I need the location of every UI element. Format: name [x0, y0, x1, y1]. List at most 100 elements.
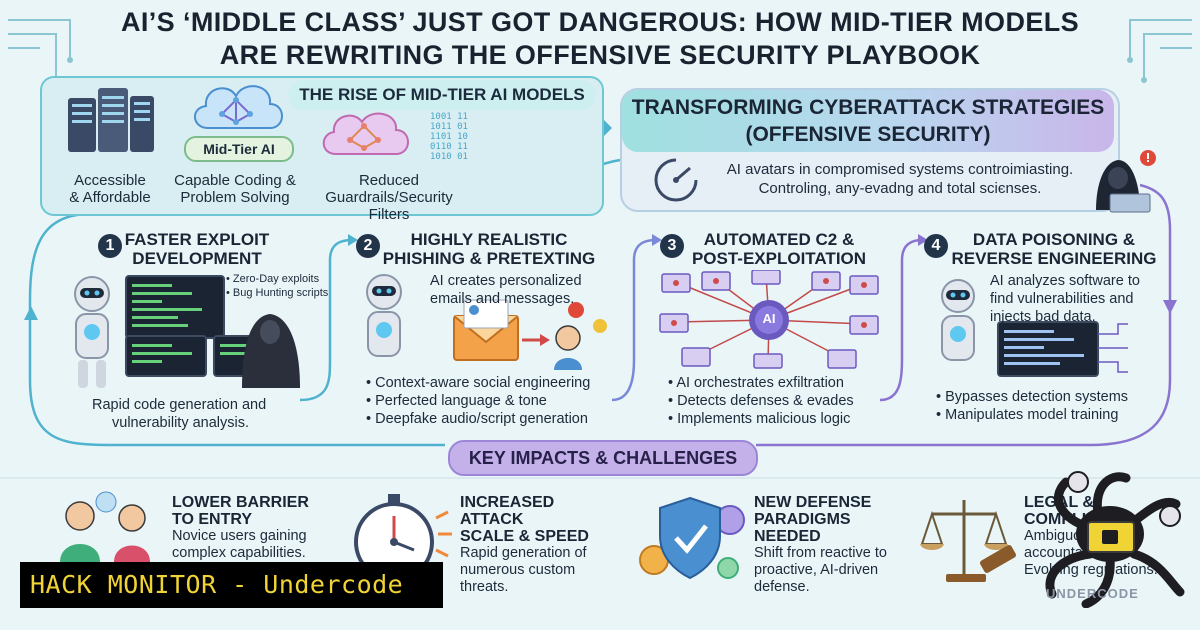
binary-line: 1001 11	[430, 112, 468, 122]
impact-3-text-line1: Shift from reactive to	[754, 545, 887, 561]
impact-1-text-line2: complex capabilities.	[172, 545, 306, 561]
step-3-bullets: AI orchestrates exfiltration Detects def…	[668, 374, 888, 428]
binary-line: 1010 01	[430, 152, 468, 162]
step-4-title: DATA POISONING & REVERSE ENGINEERING	[948, 230, 1160, 268]
impact-lower-barrier: LOWER BARRIER TO ENTRY Novice users gain…	[172, 494, 342, 562]
binary-line: 1101 10	[430, 132, 468, 142]
step-1-desc-line1: Rapid code generation and	[92, 397, 267, 413]
feature-reduced: Reduced Guardrails/Security Filters	[304, 172, 474, 223]
key-impacts-title: KEY IMPACTS & CHALLENGES	[448, 440, 758, 476]
feature-reduced-line2: Guardrails/Security Filters	[325, 189, 453, 223]
step-2-desc-line2: emails and messages.	[430, 291, 575, 307]
impact-attack-scale: INCREASED ATTACK SCALE & SPEED Rapid gen…	[460, 494, 620, 596]
impact-new-defense: NEW DEFENSE PARADIGMS NEEDED Shift from …	[754, 494, 914, 596]
impact-2-text-line2: numerous custom	[460, 562, 576, 578]
brain-cloud-icon	[194, 85, 283, 129]
step-2-bullet: Perfected language & tone	[366, 392, 616, 410]
c2-network-illustration	[659, 270, 879, 369]
impact-1-text-line1: Novice users gaining	[172, 528, 307, 544]
impact-3-title-line1: NEW DEFENSE	[754, 494, 872, 511]
impact-2-title-line2: SCALE & SPEED	[460, 528, 589, 545]
impact-3-text-line3: defense.	[754, 579, 810, 595]
step-2-bullets: Context-aware social engineering Perfect…	[366, 374, 616, 428]
step-1-tag: • Bug Hunting scripts	[226, 287, 329, 299]
title-line-1: AI’S ‘MIDDLE CLASS’ JUST GOT DANGEROUS: …	[120, 7, 1080, 37]
step-4-title-line2: REVERSE ENGINEERING	[951, 249, 1157, 268]
step-1-title-line1: FASTER EXPLOIT	[124, 230, 270, 249]
impact-2-text-line3: threats.	[460, 579, 509, 595]
step-3-number: 3	[660, 234, 684, 258]
step-3-bullet: Implements malicious logic	[668, 410, 888, 428]
title-line-2: ARE REWRITING THE OFFENSIVE SECURITY PLA…	[219, 40, 981, 70]
step-1-tags: • Zero-Day exploits • Bug Hunting script…	[226, 272, 328, 300]
transform-title-line1: TRANSFORMING CYBERATTACK STRATEGIES	[631, 96, 1105, 119]
feature-accessible: Accessible & Affordable	[50, 172, 170, 206]
step-2-bullet: Deepfake audio/script generation	[366, 410, 616, 428]
feature-capable-line1: Capable Coding &	[174, 172, 296, 189]
speedometer-icon	[654, 158, 698, 202]
step-2-title-line1: HIGHLY REALISTIC	[410, 230, 568, 249]
transform-title: TRANSFORMING CYBERATTACK STRATEGIES (OFF…	[622, 90, 1114, 152]
rise-title: THE RISE OF MID-TIER AI MODELS	[288, 80, 596, 110]
watermark: UNDERCODE	[1046, 586, 1139, 601]
impact-1-title-line2: TO ENTRY	[172, 511, 253, 528]
feature-reduced-line1: Reduced	[358, 172, 420, 189]
step-2-title: HIGHLY REALISTIC PHISHING & PRETEXTING	[380, 230, 598, 268]
step-3-bullet: AI orchestrates exfiltration	[668, 374, 888, 392]
impact-2-title-line1: INCREASED ATTACK	[460, 494, 555, 528]
feature-accessible-line1: Accessible	[74, 172, 146, 189]
step-4-title-line1: DATA POISONING &	[972, 230, 1136, 249]
binary-line: 1011 01	[430, 122, 468, 132]
step-2-bullet: Context-aware social engineering	[366, 374, 616, 392]
step-4-bullets: Bypasses detection systems Manipulates m…	[936, 388, 1156, 424]
transform-description: AI avataгs in compromised systems contro…	[700, 160, 1100, 198]
novice-users-icon	[60, 491, 150, 562]
feature-accessible-line2: & Affordable	[69, 189, 151, 206]
impact-2-text-line1: Rapid generation of	[460, 545, 587, 561]
transform-title-line2: (OFFENSIVE SECURITY)	[745, 123, 991, 146]
step-3-bullet: Detects defenses & evades	[668, 392, 888, 410]
step-1-description: Rapid code generation and vulnerability …	[92, 396, 292, 432]
binary-stream: 1001 11 1011 01 1101 10 0110 11 1010 01	[430, 112, 468, 162]
impact-3-text-line2: proactive, AI-driven	[754, 562, 879, 578]
c2-hub-label: AI	[762, 311, 776, 326]
shield-cloud-icon	[322, 112, 409, 155]
step-4-description: AI analyzes software to find vulnerabili…	[990, 272, 1160, 326]
step-3-title: AUTOMATED C2 & POST-EXPLOITATION	[684, 230, 874, 268]
step-3-title-line2: POST-EXPLOITATION	[691, 249, 867, 268]
step-4-bullet: Manipulates model training	[936, 406, 1156, 424]
binary-line: 0110 11	[430, 142, 468, 152]
impact-1-title-line1: LOWER BARRIER	[172, 494, 309, 511]
step-1-tag: • Zero-Day exploits	[226, 273, 320, 285]
step-4-desc-line3: injects bad data.	[990, 309, 1096, 325]
step-4-desc-line2: find vulnerabilities and	[990, 291, 1134, 307]
step-4-bullet: Bypasses detection systems	[936, 388, 1156, 406]
impact-3-title-line2: PARADIGMS	[754, 511, 851, 528]
hack-monitor-banner: HACK MONITOR - Undercode	[20, 562, 443, 608]
reverse-engineering-illustration	[941, 279, 1128, 377]
hooded-hacker-icon	[1096, 150, 1156, 213]
step-1-title-line2: DEVELOPMENT	[132, 249, 262, 268]
page-title: AI’S ‘MIDDLE CLASS’ JUST GOT DANGEROUS: …	[0, 6, 1200, 72]
feature-capable-line2: Problem Solving	[180, 189, 290, 206]
feature-capable: Capable Coding & Problem Solving	[168, 172, 302, 206]
step-2-number: 2	[356, 234, 380, 258]
step-2-desc-line1: AI creates personalized	[430, 273, 582, 289]
step-2-description: AI creates personalized emails and messa…	[430, 272, 610, 308]
step-1-number: 1	[98, 234, 122, 258]
step-3-title-line1: AUTOMATED C2 &	[703, 230, 855, 249]
step-2-title-line2: PHISHING & PRETEXTING	[382, 249, 596, 268]
step-4-desc-line1: AI analyzes software to	[990, 273, 1140, 289]
robot-coder-illustration	[74, 275, 300, 388]
phishing-robot-illustration	[366, 274, 607, 370]
transform-desc-line1: AI avataгs in compromised systems contro…	[726, 161, 1074, 178]
scales-gavel-icon	[920, 500, 1016, 582]
step-1-desc-line2: vulnerability analysis.	[112, 415, 250, 431]
server-icon	[68, 88, 154, 152]
impact-3-title-line3: NEEDED	[754, 528, 821, 545]
octopus-hacker-logo	[1045, 471, 1185, 608]
step-4-number: 4	[924, 234, 948, 258]
step-1-title: FASTER EXPLOIT DEVELOPMENT	[122, 230, 272, 268]
shield-gears-icon	[639, 496, 745, 580]
transform-desc-line2: Controling, any-evadng and total sciєnse…	[758, 180, 1042, 197]
